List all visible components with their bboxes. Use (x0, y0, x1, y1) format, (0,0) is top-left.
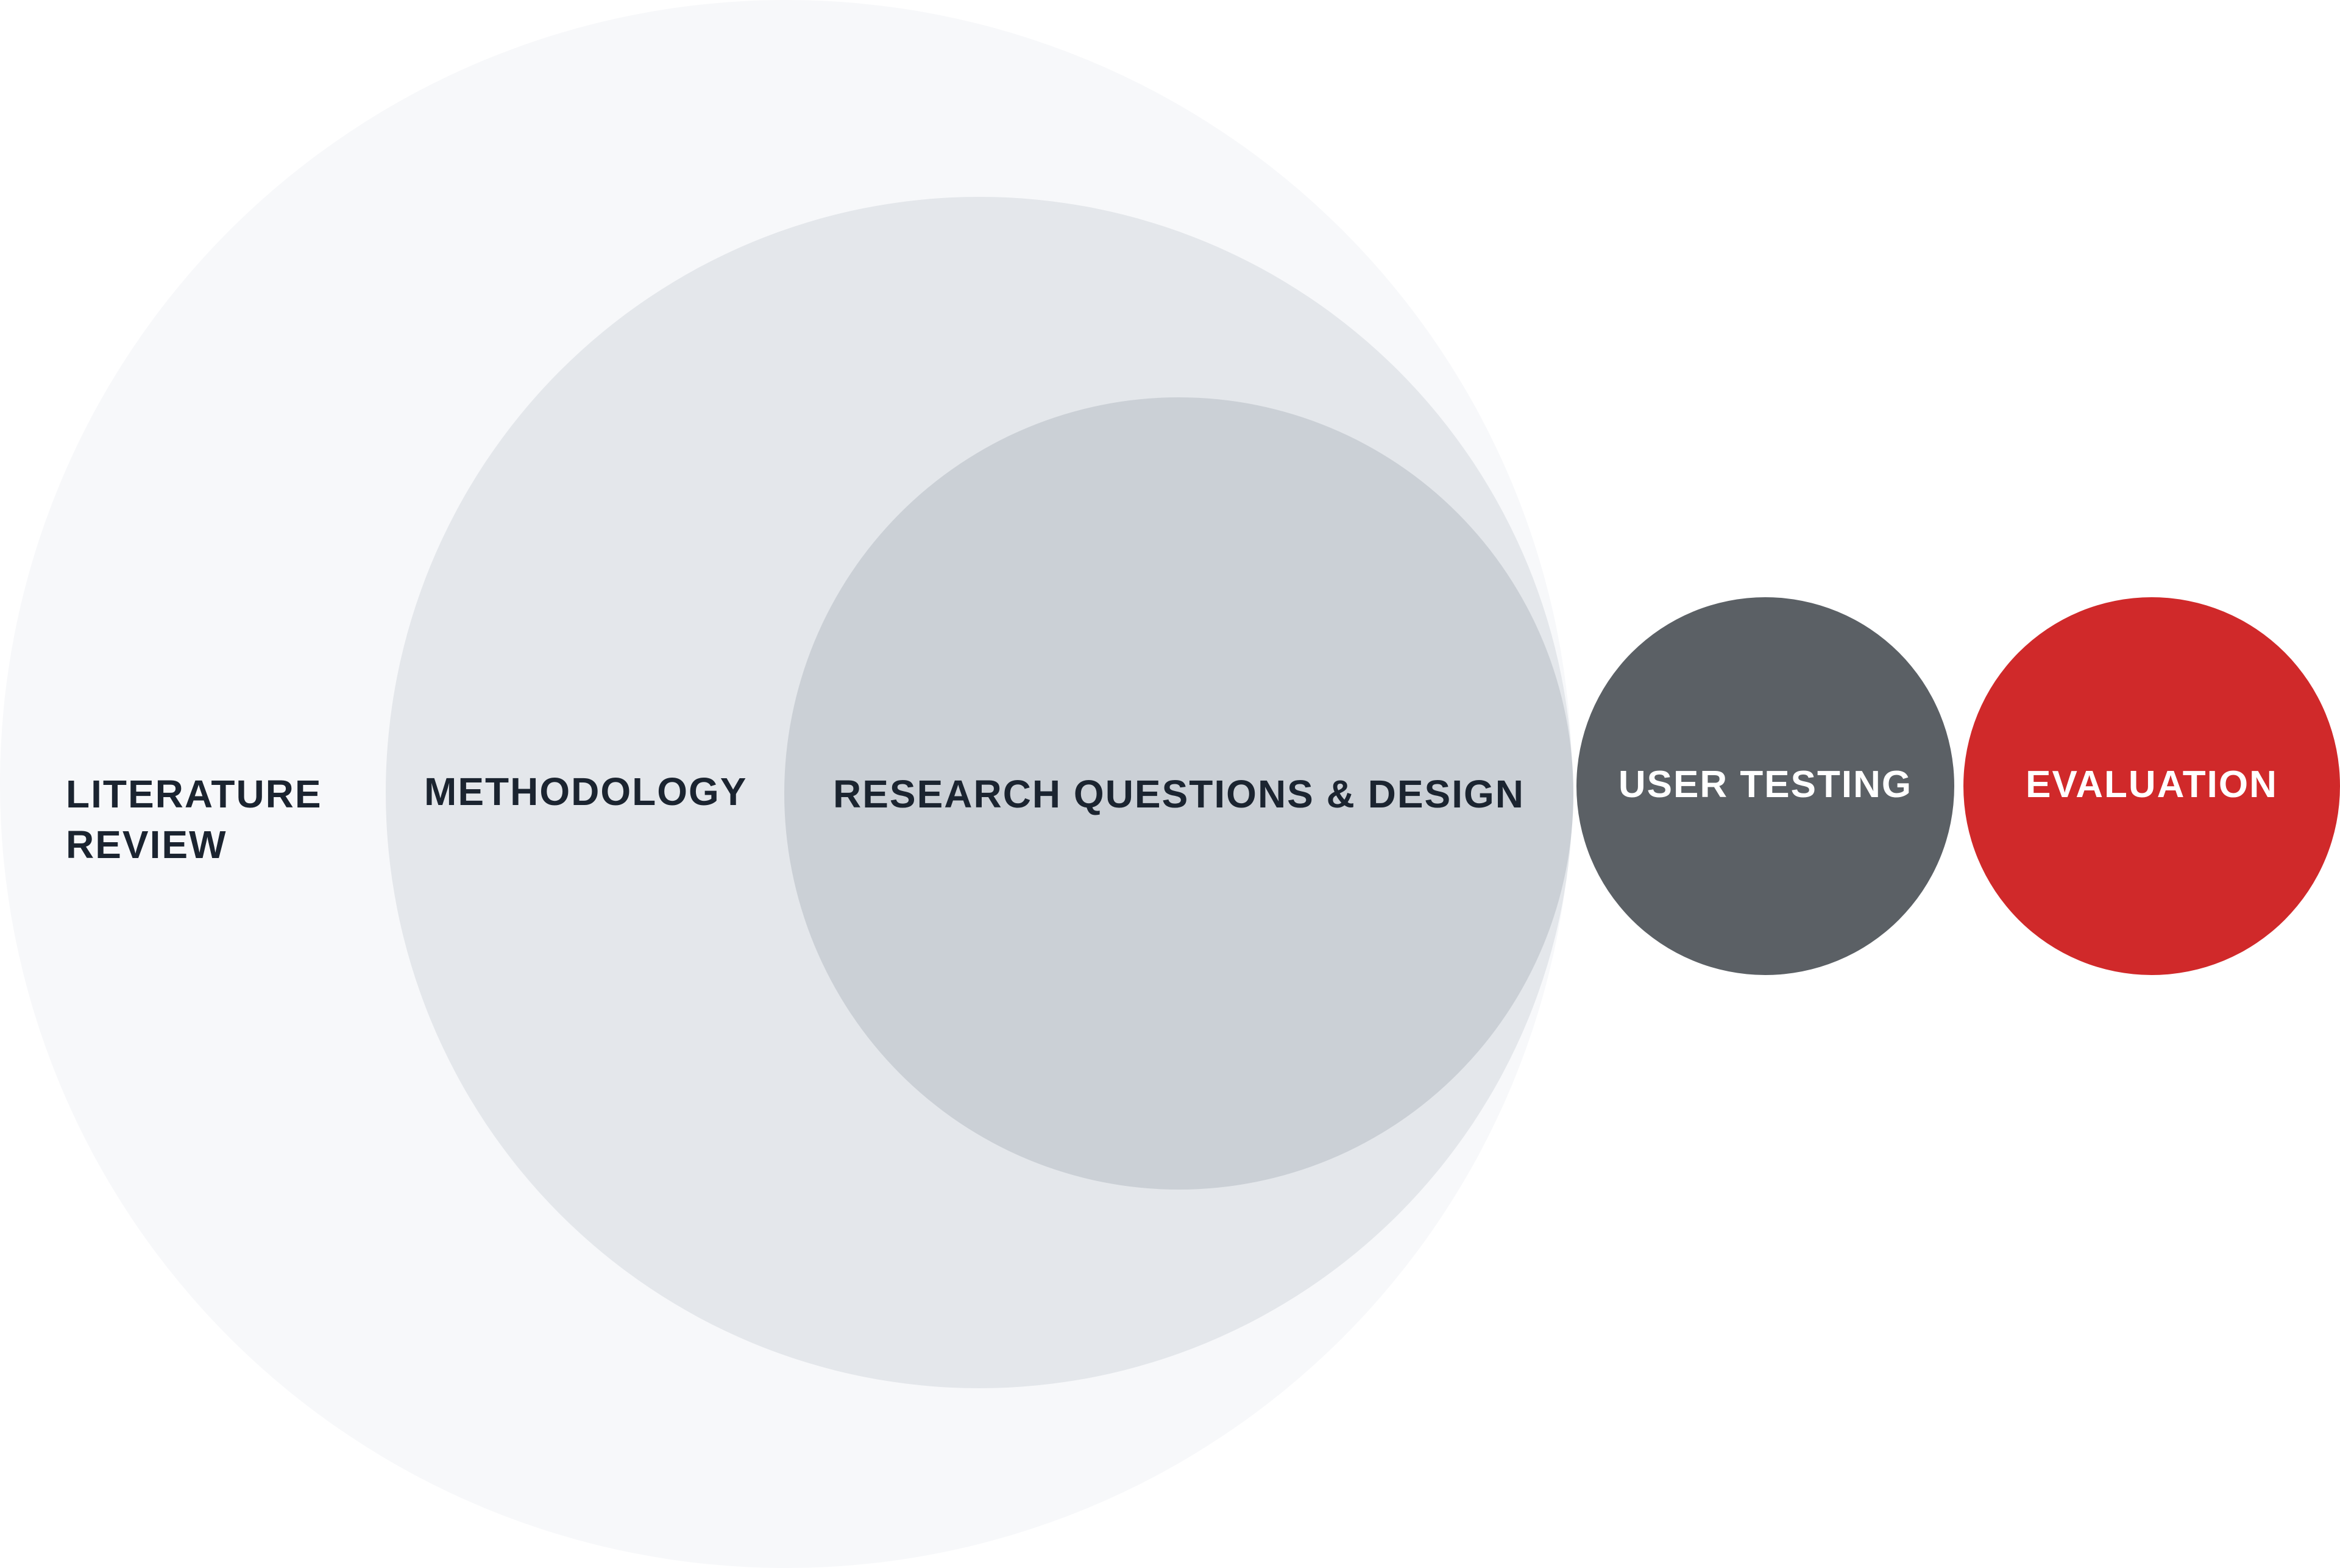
research-questions-design-label: RESEARCH QUESTIONS & DESIGN (832, 772, 1525, 816)
research-questions-design-circle (784, 397, 1573, 1190)
evaluation-circle (1963, 597, 2340, 975)
methodology-label: METHODOLOGY (424, 770, 748, 814)
evaluation-label: EVALUATION (2026, 764, 2278, 806)
user-testing-label: USER TESTING (1618, 764, 1913, 806)
user-testing-circle (1576, 597, 1954, 975)
